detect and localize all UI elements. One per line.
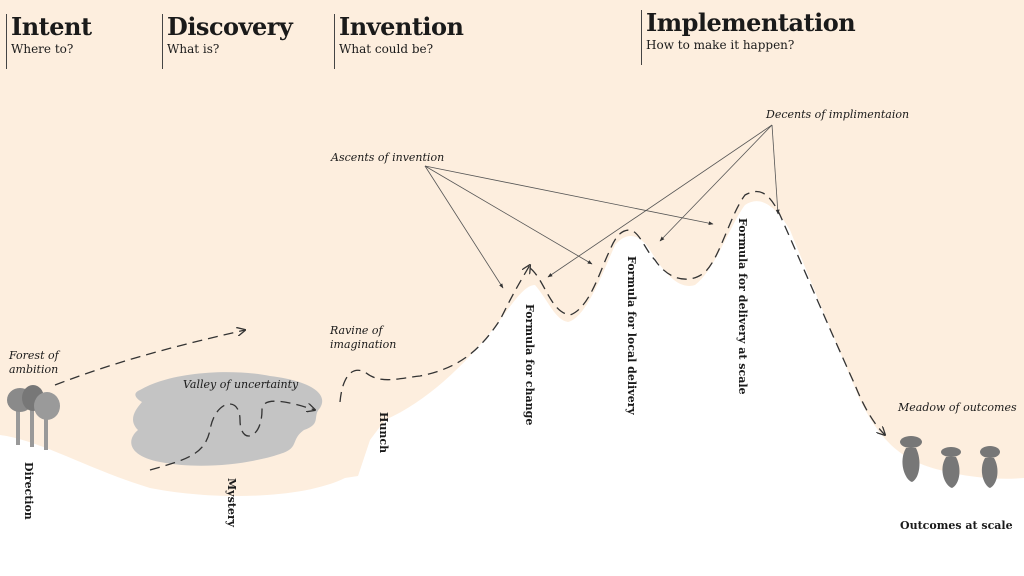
ravine-label: Ravine of imagination [330, 324, 397, 351]
phase-implementation: Implementation How to make it happen? [641, 8, 856, 65]
milestone-direction: Direction [22, 462, 35, 520]
descents-label: Decents of implimentaion [766, 108, 910, 121]
milestone-formula-local: Formula for local delivery [625, 256, 638, 415]
milestone-outcomes: Outcomes at scale [900, 519, 1013, 532]
phase-subtitle: What could be? [339, 42, 434, 56]
valley-fog [131, 372, 323, 466]
descents-arrows [547, 124, 780, 278]
phase-title: Intent [11, 12, 92, 41]
journey-path [54, 191, 885, 471]
phase-invention: Invention What could be? [334, 14, 464, 69]
forest-trees [7, 385, 60, 450]
milestone-formula-change: Formula for change [523, 304, 536, 426]
ascents-arrows [424, 165, 714, 289]
phase-subtitle: How to make it happen? [646, 38, 795, 52]
milestone-formula-scale: Formula for delivery at scale [736, 218, 749, 395]
forest-label: Forest of ambition [9, 349, 59, 376]
ascents-label: Ascents of invention [331, 151, 445, 164]
phase-subtitle: What is? [167, 42, 220, 56]
valley-label: Valley of uncertainty [183, 378, 299, 391]
milestone-hunch: Hunch [377, 412, 390, 454]
phase-title: Implementation [646, 8, 856, 37]
phase-subtitle: Where to? [11, 42, 74, 56]
meadow-label: Meadow of outcomes [898, 401, 1017, 414]
milestone-mystery: Mystery [225, 478, 238, 528]
phase-intent: Intent Where to? [6, 14, 92, 69]
phase-title: Discovery [167, 12, 293, 41]
phase-title: Invention [339, 12, 464, 41]
phase-discovery: Discovery What is? [162, 12, 293, 69]
meadow-flowers [900, 436, 1000, 488]
landscape-terrain [0, 201, 1024, 576]
